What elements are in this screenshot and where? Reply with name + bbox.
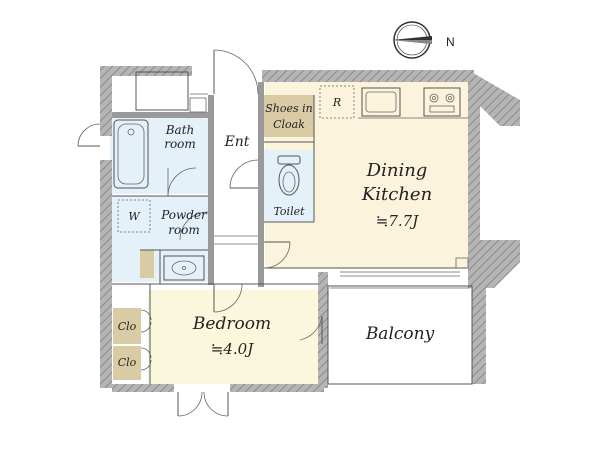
closet-top-floor: [113, 308, 141, 344]
bedroom-door-icon: [213, 283, 243, 313]
dining-kitchen-area: ≒7.7J: [376, 212, 419, 230]
stove-icon: [423, 87, 461, 117]
sink-icon: [163, 255, 205, 281]
toilet-icon: [277, 155, 301, 196]
wall-ent-right: [258, 82, 264, 287]
dining-door-icon: [263, 241, 291, 269]
bathroom-floor: [110, 118, 208, 194]
wall-top-right: [262, 70, 474, 82]
compass-icon: [392, 21, 432, 59]
kitchen-sink-icon: [361, 87, 401, 117]
toilet-door-icon: [229, 159, 259, 189]
wall-left-bedroom: [100, 290, 112, 388]
shoes-cloak-label-2: Cloak: [273, 118, 305, 131]
compass-north-label: N: [446, 35, 455, 49]
dining-kitchen-label-2: Kitchen: [361, 184, 432, 205]
wall-bottom-bedroom: [112, 384, 174, 392]
bathtub-icon: [113, 119, 149, 189]
closet-bottom-label: Clo: [118, 356, 137, 369]
closet-bottom-floor: [113, 346, 141, 380]
refrigerator-label: R: [332, 96, 341, 109]
powder-room-label-1: Powder: [160, 208, 208, 222]
powder-room-label-2: room: [168, 223, 200, 237]
bedroom-label: Bedroom: [192, 314, 271, 334]
dining-kitchen-label-1: Dining: [366, 160, 428, 181]
wall-ent-left: [208, 95, 214, 285]
shoes-cloak-floor: [264, 95, 314, 137]
bath-room-label-2: room: [164, 137, 196, 151]
toilet-floor: [264, 150, 314, 222]
closet-top-label: Clo: [118, 320, 137, 333]
wall-bottom-bedroom-right: [230, 384, 324, 392]
bath-exterior-door-icon: [77, 123, 101, 147]
balcony-outline: [327, 285, 473, 385]
wall-corner-topright: [468, 70, 520, 126]
toilet-label: Toilet: [273, 205, 305, 218]
closet-door-icon: [140, 309, 152, 371]
wall-balcony-right: [472, 284, 486, 384]
bedroom-floor: [148, 290, 320, 384]
refrigerator-space: [319, 85, 355, 119]
wall-top-left: [100, 66, 192, 76]
washer-space: [117, 199, 151, 233]
wall-left-lower: [100, 160, 112, 290]
bedroom-area: ≒4.0J: [211, 340, 254, 358]
wall-right: [468, 106, 480, 266]
balcony-door-icon: [299, 315, 323, 344]
washer-label: W: [128, 210, 141, 223]
shoes-cloak-label-1: Shoes in: [265, 102, 313, 115]
bath-room-label-1: Bath: [165, 123, 195, 137]
wall-bath-top: [112, 112, 210, 118]
powder-room-floor: [110, 196, 208, 282]
wall-corner-bottomright: [468, 240, 520, 288]
balcony-label: Balcony: [365, 324, 435, 344]
entrance-label: Ent: [224, 134, 250, 150]
small-storage-floor: [140, 250, 154, 278]
wall-bedroom-right: [318, 272, 328, 388]
entrance-door-icon: [213, 49, 259, 95]
bedroom-window-icon: [177, 391, 229, 417]
wall-left-upper: [100, 66, 112, 136]
